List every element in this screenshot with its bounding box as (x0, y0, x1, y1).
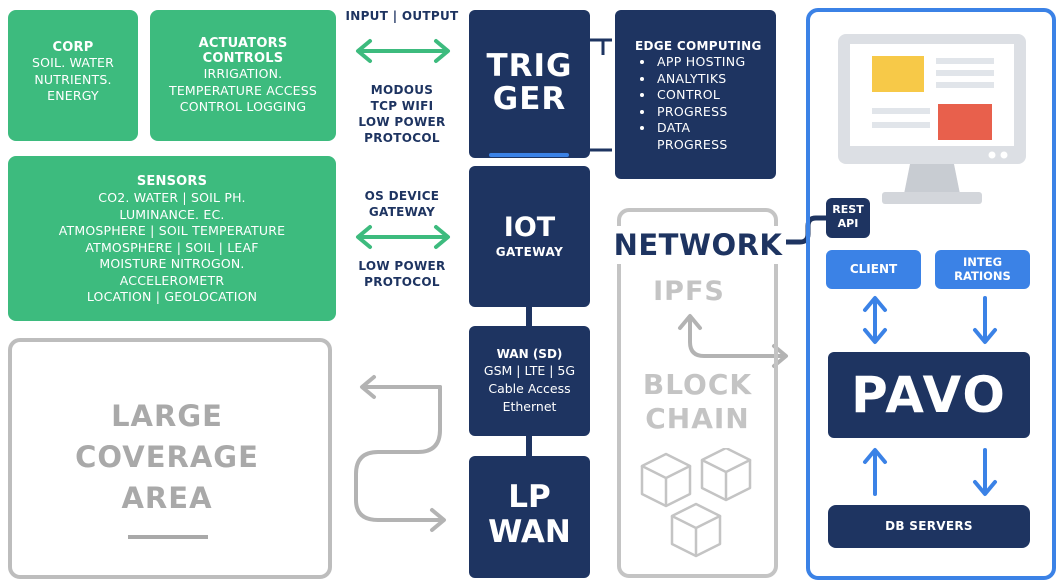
coverage-loop-arrow (354, 375, 446, 532)
db-pavo-arrow (863, 448, 887, 496)
gateway-bottom-label: LOW POWER PROTOCOL (340, 258, 464, 290)
large-coverage-line: AREA (121, 481, 213, 515)
wan-line: Ethernet (502, 399, 557, 414)
integrations-line: INTEG (962, 255, 1003, 269)
ipfs-label: IPFS (653, 276, 725, 307)
corp-title: CORP (52, 40, 94, 55)
blockchain-line: BLOCK (642, 368, 753, 401)
integrations-line: RATIONS (954, 269, 1011, 283)
client-box: CLIENT (826, 250, 921, 289)
io-double-arrow-top (356, 39, 450, 63)
actuators-line: TEMPERATURE ACCESS (168, 82, 317, 98)
sensors-title: SENSORS (136, 174, 208, 189)
protocol-line: TCP WIFI (370, 99, 434, 113)
sensors-line: ATMOSPHERE | SOIL | LEAF (85, 239, 259, 255)
blockchain-line: CHAIN (645, 402, 750, 435)
pavo-box: PAVO (828, 352, 1030, 438)
blockchain-cubes-icon (640, 448, 752, 558)
rest-api-line: API (837, 217, 859, 230)
gateway-top-line: GATEWAY (368, 205, 436, 219)
large-coverage-area: LARGE COVERAGE AREA (10, 396, 324, 519)
protocol-line: LOW POWER (358, 115, 446, 129)
edge-computing-box: EDGE COMPUTING APP HOSTING ANALYTIKS CON… (615, 10, 776, 179)
edge-item: CONTROL (655, 87, 766, 104)
corp-line: NUTRIENTS. (34, 71, 112, 87)
trigger-line: TRIG (486, 48, 573, 84)
corp-line: ENERGY (47, 88, 99, 103)
actuators-title: CONTROLS (202, 51, 284, 66)
client-pavo-arrow (863, 296, 887, 344)
network-outline (617, 208, 778, 578)
lpwan-line: LP (508, 479, 551, 515)
wan-line: GSM | LTE | 5G (483, 363, 576, 378)
iot-subtitle: GATEWAY (495, 245, 564, 259)
gateway-bottom-line: LOW POWER (358, 259, 446, 273)
large-coverage-line: COVERAGE (75, 440, 259, 474)
io-label: INPUT | OUTPUT (345, 9, 459, 23)
wan-box: WAN (SD) GSM | LTE | 5G Cable Access Eth… (469, 326, 590, 436)
integrations-box: INTEG RATIONS (935, 250, 1030, 289)
trigger-accent-bar (489, 153, 569, 157)
sensors-line: MOISTURE NITROGON. (99, 256, 245, 271)
protocol-line: PROTOCOL (364, 131, 440, 145)
large-coverage-line: LARGE (111, 399, 223, 433)
actuators-line: CONTROL LOGGING (179, 99, 307, 114)
pavo-db-arrow (973, 448, 997, 496)
protocol-line: MODOUS (370, 83, 434, 97)
ipfs-arrow (678, 314, 788, 368)
edge-list: APP HOSTING ANALYTIKS CONTROL PROGRESS D… (635, 54, 766, 153)
corp-box: CORP SOIL. WATER NUTRIENTS. ENERGY (8, 10, 138, 141)
monitor-icon (838, 34, 1026, 204)
wan-line: Cable Access (488, 381, 571, 396)
edge-item: PROGRESS (655, 104, 766, 121)
integrations-pavo-arrow (973, 296, 997, 344)
gateway-bottom-line: PROTOCOL (364, 275, 440, 289)
rest-api-badge: REST API (826, 198, 870, 238)
corp-line: SOIL. WATER (31, 55, 115, 70)
iot-gateway-box: IOT GATEWAY (469, 166, 590, 307)
sensors-line: CO2. WATER | SOIL PH. (98, 190, 246, 205)
lpwan-line: WAN (488, 514, 571, 550)
blockchain-label: BLOCK CHAIN (619, 368, 776, 436)
actuators-title: ACTUATORS (198, 36, 288, 51)
db-servers-box: DB SERVERS (828, 505, 1030, 548)
actuators-line: IRRIGATION. (203, 66, 283, 81)
sensors-line: LUMINANCE. EC. (119, 206, 225, 222)
trigger-box: TRIG GER (469, 10, 590, 158)
edge-item: ANALYTIKS (655, 71, 766, 88)
gateway-double-arrow (356, 225, 450, 249)
large-coverage-underline (128, 535, 208, 539)
iot-title: IOT (503, 212, 556, 243)
platform-outline (806, 8, 1056, 580)
sensors-box: SENSORS CO2. WATER | SOIL PH. LUMINANCE.… (8, 156, 336, 321)
lpwan-box: LP WAN (469, 456, 590, 578)
large-coverage-outline (8, 338, 332, 579)
rest-api-line: REST (832, 203, 864, 216)
wan-title: WAN (SD) (496, 347, 563, 361)
gateway-top-line: OS DEVICE (364, 189, 440, 203)
actuators-box: ACTUATORS CONTROLS IRRIGATION. TEMPERATU… (150, 10, 336, 141)
sensors-line: ATMOSPHERE | SOIL TEMPERATURE (58, 223, 286, 238)
network-label: NETWORK (610, 226, 786, 264)
gateway-top-label: OS DEVICE GATEWAY (340, 188, 464, 220)
edge-item: DATA PROGRESS (655, 120, 737, 153)
edge-item: APP HOSTING (655, 54, 766, 71)
trigger-line: GER (492, 81, 567, 117)
sensors-line: ACCELEROMETR (119, 272, 225, 288)
protocol-label: MODOUS TCP WIFI LOW POWER PROTOCOL (340, 82, 464, 146)
edge-title: EDGE COMPUTING (635, 39, 762, 53)
sensors-line: LOCATION | GEOLOCATION (86, 289, 258, 304)
